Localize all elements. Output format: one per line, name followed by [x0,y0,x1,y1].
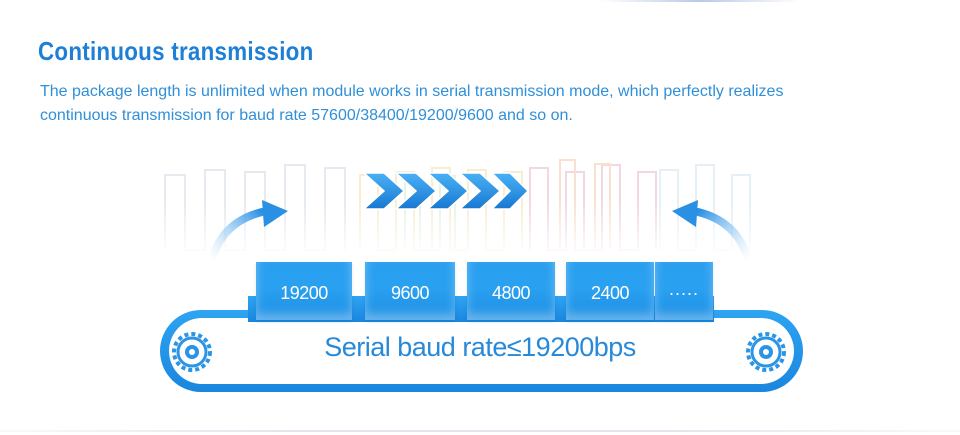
baud-chip-more: ..... [655,262,713,320]
gear-icon [746,332,786,372]
baud-chip-9600: 9600 [365,262,455,320]
curved-arrow-icon [672,200,752,264]
top-divider [600,0,800,2]
section-title: Continuous transmission [38,36,314,66]
baud-chip-19200: 19200 [256,262,352,320]
section-description: The package length is unlimited when mod… [40,80,920,128]
forward-chevrons-icon [362,172,530,210]
bottom-divider [0,430,960,432]
belt-label: Serial baud rate≤19200bps [324,332,636,362]
curved-arrow-icon [208,200,288,264]
description-line-1: The package length is unlimited when mod… [40,83,784,100]
baud-chip-2400: 2400 [566,262,654,320]
baud-chip-4800: 4800 [467,262,555,320]
description-line-2: continuous transmission for baud rate 57… [40,107,573,124]
gear-icon [172,332,212,372]
